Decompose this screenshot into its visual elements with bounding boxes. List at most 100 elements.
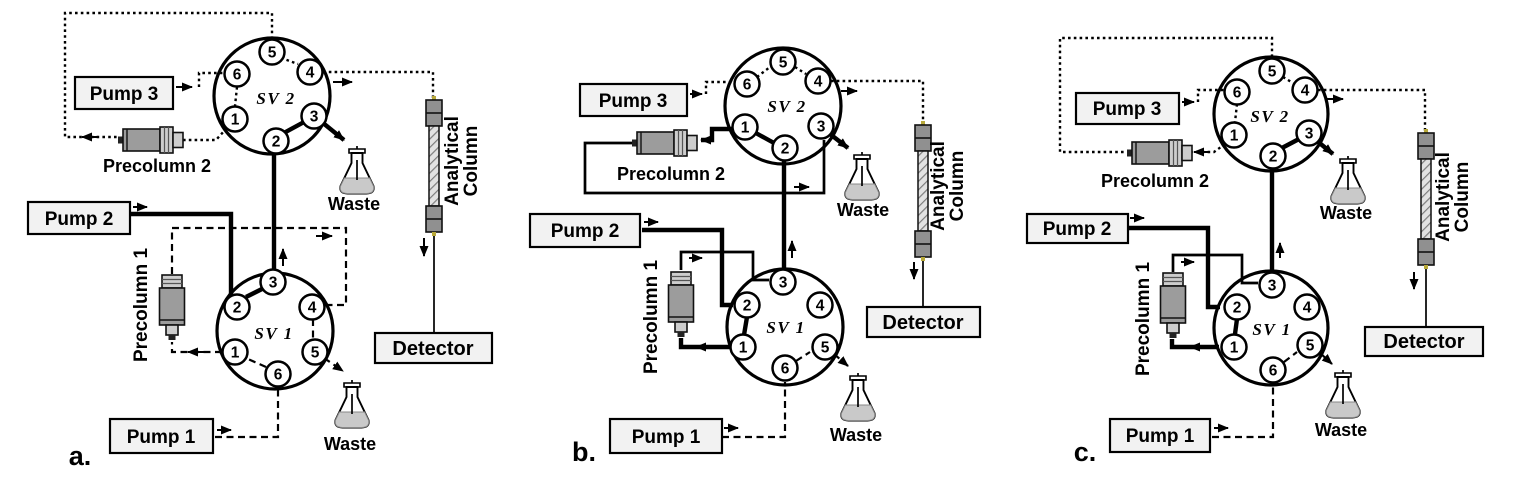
pump2-box (1025, 212, 1130, 245)
sv1-port-4-number: 4 (308, 300, 317, 317)
sv1-port-2 (223, 293, 251, 321)
precolumn1-icon (1159, 272, 1187, 339)
pump1-to-sv1-port6-line (722, 382, 787, 439)
precolumn2-to-sv2-port1-line (183, 129, 226, 142)
sv1-internal-6-1-line (247, 357, 267, 369)
precolumn2-icon (1126, 139, 1193, 167)
sv1-port-6 (1259, 356, 1287, 384)
sv2-port-6 (1223, 78, 1251, 106)
waste-flask-icon (1330, 155, 1366, 205)
sv2-port-3-number: 3 (817, 119, 826, 136)
detector-label: Detector (882, 312, 963, 334)
precolumn1-label: Precolumn 1 (1133, 262, 1154, 376)
analytical-column-icon (1417, 128, 1435, 270)
sv2-internal-5-4-line (794, 65, 807, 76)
sv1-port-3 (769, 268, 797, 296)
sv1-port-5 (811, 333, 839, 361)
pump3-box (578, 82, 689, 118)
sv1-port-4-number: 4 (816, 298, 825, 315)
precolumn2-return-to-sv2-port3-line (583, 140, 826, 195)
sv2-port-1-number: 1 (231, 112, 240, 129)
panel-c: 1 2 3 4 5 6 SV 2 1 2 3 4 5 6 SV 1 Pump 3… (1025, 36, 1485, 467)
sv2-port3-to-waste-line (1315, 139, 1335, 156)
sv1-port-1-number: 1 (739, 340, 748, 357)
sv1-port-3-number: 3 (269, 275, 278, 292)
sv1-port-2 (733, 291, 761, 319)
sv2-label: SV 2 (256, 89, 295, 108)
precolumn1-label: Precolumn 1 (131, 248, 152, 362)
sv2-port-1-number: 1 (741, 120, 750, 137)
analytical-column-icon (425, 95, 443, 237)
sv1-port-5 (1296, 331, 1324, 359)
sv2-port-2 (262, 127, 290, 155)
pump3-box (73, 75, 175, 111)
sv1-internal-2-3-line (245, 286, 265, 299)
sv2-port-1-number: 1 (1230, 128, 1239, 145)
precolumn2-icon (117, 126, 184, 154)
pump2-to-sv1-port2-line (131, 211, 234, 296)
pump1-label: Pump 1 (127, 427, 196, 448)
sv2-port-4-number: 4 (1301, 83, 1310, 100)
sv1-port-6-number: 6 (1269, 363, 1278, 380)
sv2-port-4 (804, 67, 832, 95)
precolumn1-label: Precolumn 1 (641, 260, 662, 374)
sv1-port-5-number: 5 (821, 340, 830, 357)
pump2-label: Pump 2 (1043, 219, 1112, 240)
sv2-port-5-number: 5 (1268, 64, 1277, 81)
pump3-to-sv2-port6-line (1196, 88, 1224, 102)
sv2-port-1 (221, 105, 249, 133)
waste-label-sv2: Waste (328, 194, 380, 214)
sv1-port-6-number: 6 (274, 367, 283, 384)
precolumn2-label: Precolumn 2 (1101, 171, 1209, 191)
pump2-to-sv1-port2-line (1128, 225, 1220, 310)
sv1-port-6 (264, 360, 292, 388)
sv1-port-1 (729, 333, 757, 361)
sv1-port-1-number: 1 (231, 345, 240, 362)
sv2-port-2-number: 2 (272, 134, 281, 151)
sv1-label: SV 1 (1252, 320, 1291, 339)
sv2-port-3 (1295, 119, 1323, 147)
sv1-port-2-number: 2 (1233, 300, 1242, 317)
pump3-label: Pump 3 (90, 84, 159, 105)
analytical-column-label-line2: Column (947, 151, 968, 222)
sv2-port-5 (769, 48, 797, 76)
precolumn1-icon (158, 274, 186, 341)
sv2-port-5 (1258, 57, 1286, 85)
panel-b: 1 2 3 4 5 6 SV 2 1 2 3 4 5 6 SV 1 Pump 3… (528, 46, 982, 467)
sv1-label: SV 1 (254, 324, 293, 343)
sv2-port-4-number: 4 (306, 65, 315, 82)
sv1-port-1 (1220, 333, 1248, 361)
panel-letter: c. (1074, 437, 1097, 467)
sv2-port-6-number: 6 (1233, 85, 1242, 102)
waste-flask-icon (840, 372, 876, 422)
pump3-label: Pump 3 (1093, 99, 1162, 120)
precolumn1-to-sv1-port3-line (679, 250, 769, 282)
sv2-port1-to-precolumn2-line (700, 126, 732, 145)
pump1-box (608, 417, 724, 455)
sv1-port-4-number: 4 (1303, 300, 1312, 317)
sv1-port-6-number: 6 (781, 361, 790, 378)
sv2-port-6 (223, 60, 251, 88)
sv2-port-2 (771, 134, 799, 162)
sv2-port4-to-analytical-column-line (831, 79, 925, 124)
detector-box (865, 305, 982, 339)
sv2-port-1 (1220, 121, 1248, 149)
sv1-port-4 (806, 291, 834, 319)
sv2-port5-to-precolumn2-loop-line (1058, 36, 1274, 154)
sv1-port5-to-waste-line (323, 357, 344, 372)
panel-letter: b. (572, 437, 596, 467)
analytical-column-label-line2: Column (461, 126, 482, 197)
pump1-box (108, 417, 215, 455)
sv2-port-6-number: 6 (743, 77, 752, 94)
waste-label-sv1: Waste (324, 434, 376, 454)
pump3-box (1074, 91, 1181, 126)
pump2-box (26, 200, 132, 236)
sv1-port-6 (771, 354, 799, 382)
sv1-label: SV 1 (766, 318, 805, 337)
pump1-label: Pump 1 (1126, 426, 1195, 447)
waste-flask-icon (844, 151, 880, 201)
sv1-port-5-number: 5 (311, 345, 320, 362)
sv1-port-4 (298, 293, 326, 321)
sv2-port1-to-precolumn2-line (1191, 143, 1226, 154)
